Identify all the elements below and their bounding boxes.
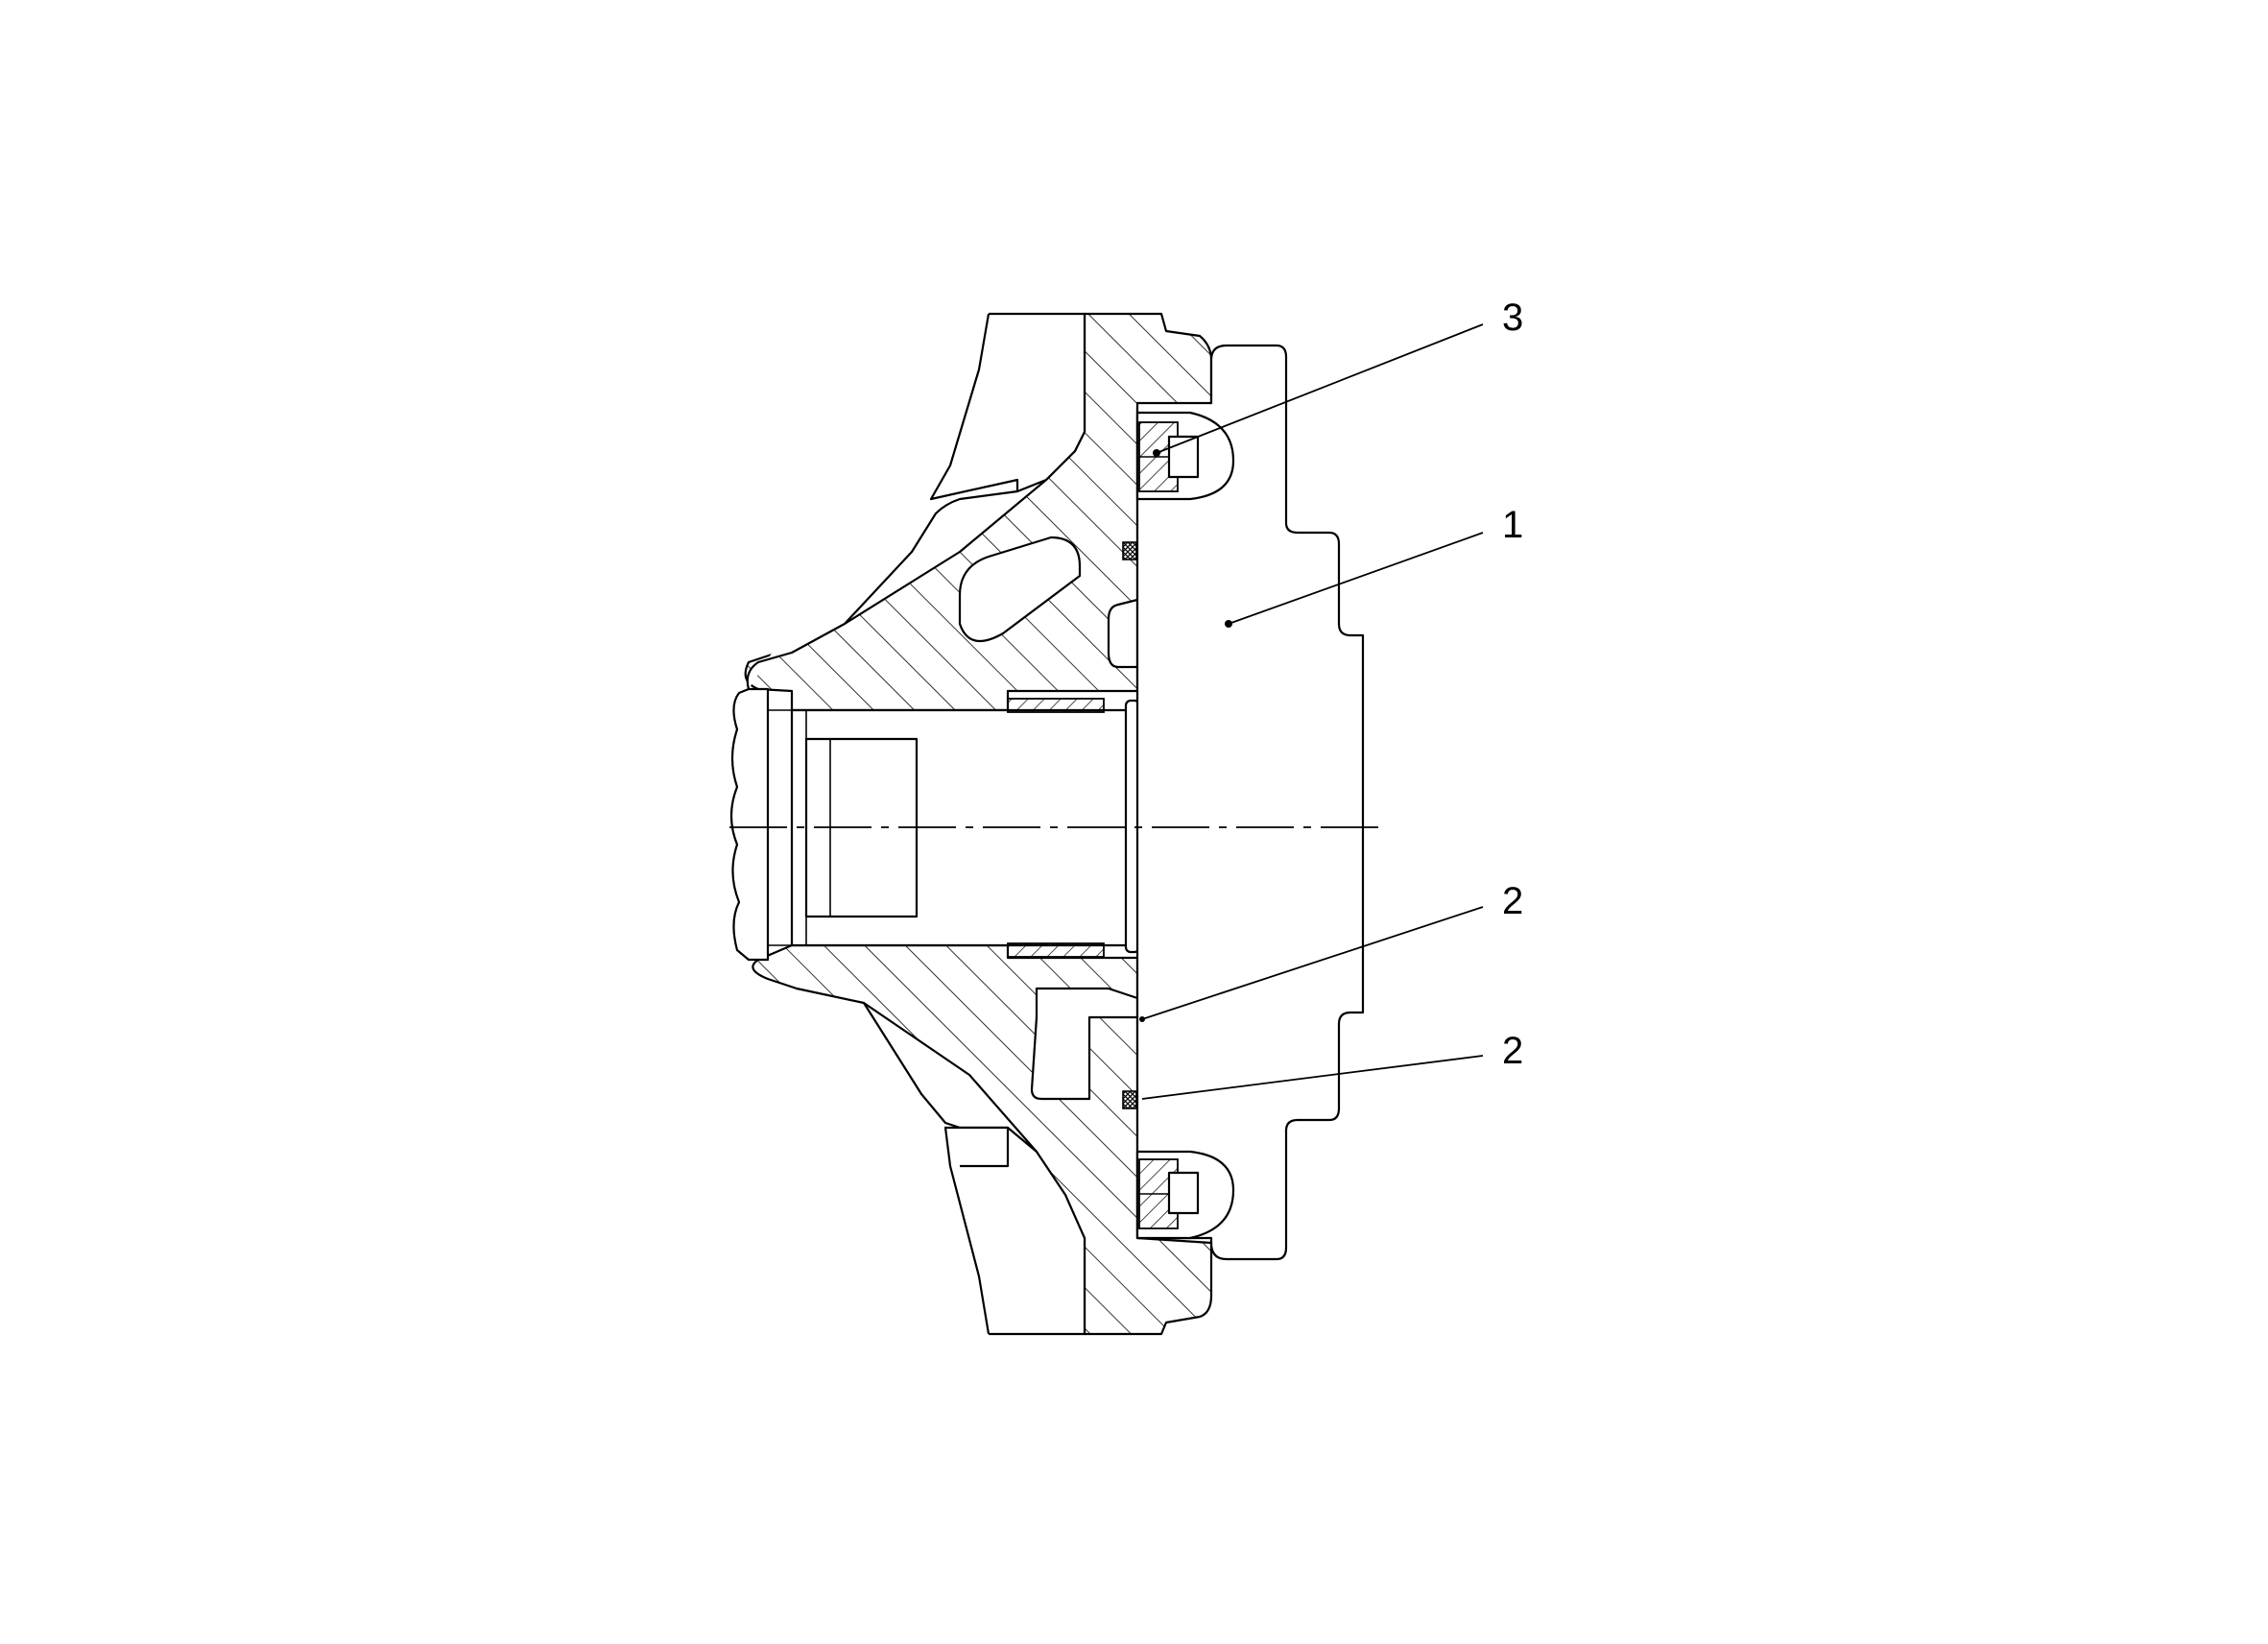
leader-3 [1156, 323, 1484, 454]
callout-2-lower: 2 [1502, 1030, 1523, 1072]
housing-upper-rib [929, 313, 1019, 501]
lower-bushing [1007, 942, 1105, 958]
callout-3: 3 [1502, 297, 1523, 339]
leader-2-upper [1141, 906, 1484, 1020]
upper-fastener [1135, 411, 1235, 501]
mounting-plate [1135, 344, 1365, 1261]
housing-lower-outer [863, 1002, 1086, 1336]
housing [744, 312, 1213, 1336]
lower-fastener-head [1167, 1171, 1200, 1215]
housing-lower-rib [943, 1126, 1010, 1335]
leader-2-upper-dot [1139, 1016, 1145, 1022]
leader-1 [1228, 532, 1484, 625]
upper-seal [1122, 541, 1137, 560]
end-cap-body [729, 687, 770, 962]
callout-1: 1 [1502, 504, 1523, 546]
lower-fastener [1135, 1150, 1235, 1240]
leader-1-dot [1225, 620, 1232, 628]
upper-cavity-small [1107, 598, 1139, 669]
end-cap [729, 687, 793, 962]
callout-2-upper: 2 [1502, 880, 1523, 922]
leader-3-dot [1153, 449, 1160, 457]
lower-seal [1122, 1090, 1137, 1109]
housing-lower-flange [752, 943, 1213, 1336]
upper-cavity [958, 536, 1082, 643]
upper-bushing [1007, 698, 1105, 713]
upper-fastener-head [1167, 435, 1200, 479]
leader-2-lower [1141, 1055, 1484, 1100]
